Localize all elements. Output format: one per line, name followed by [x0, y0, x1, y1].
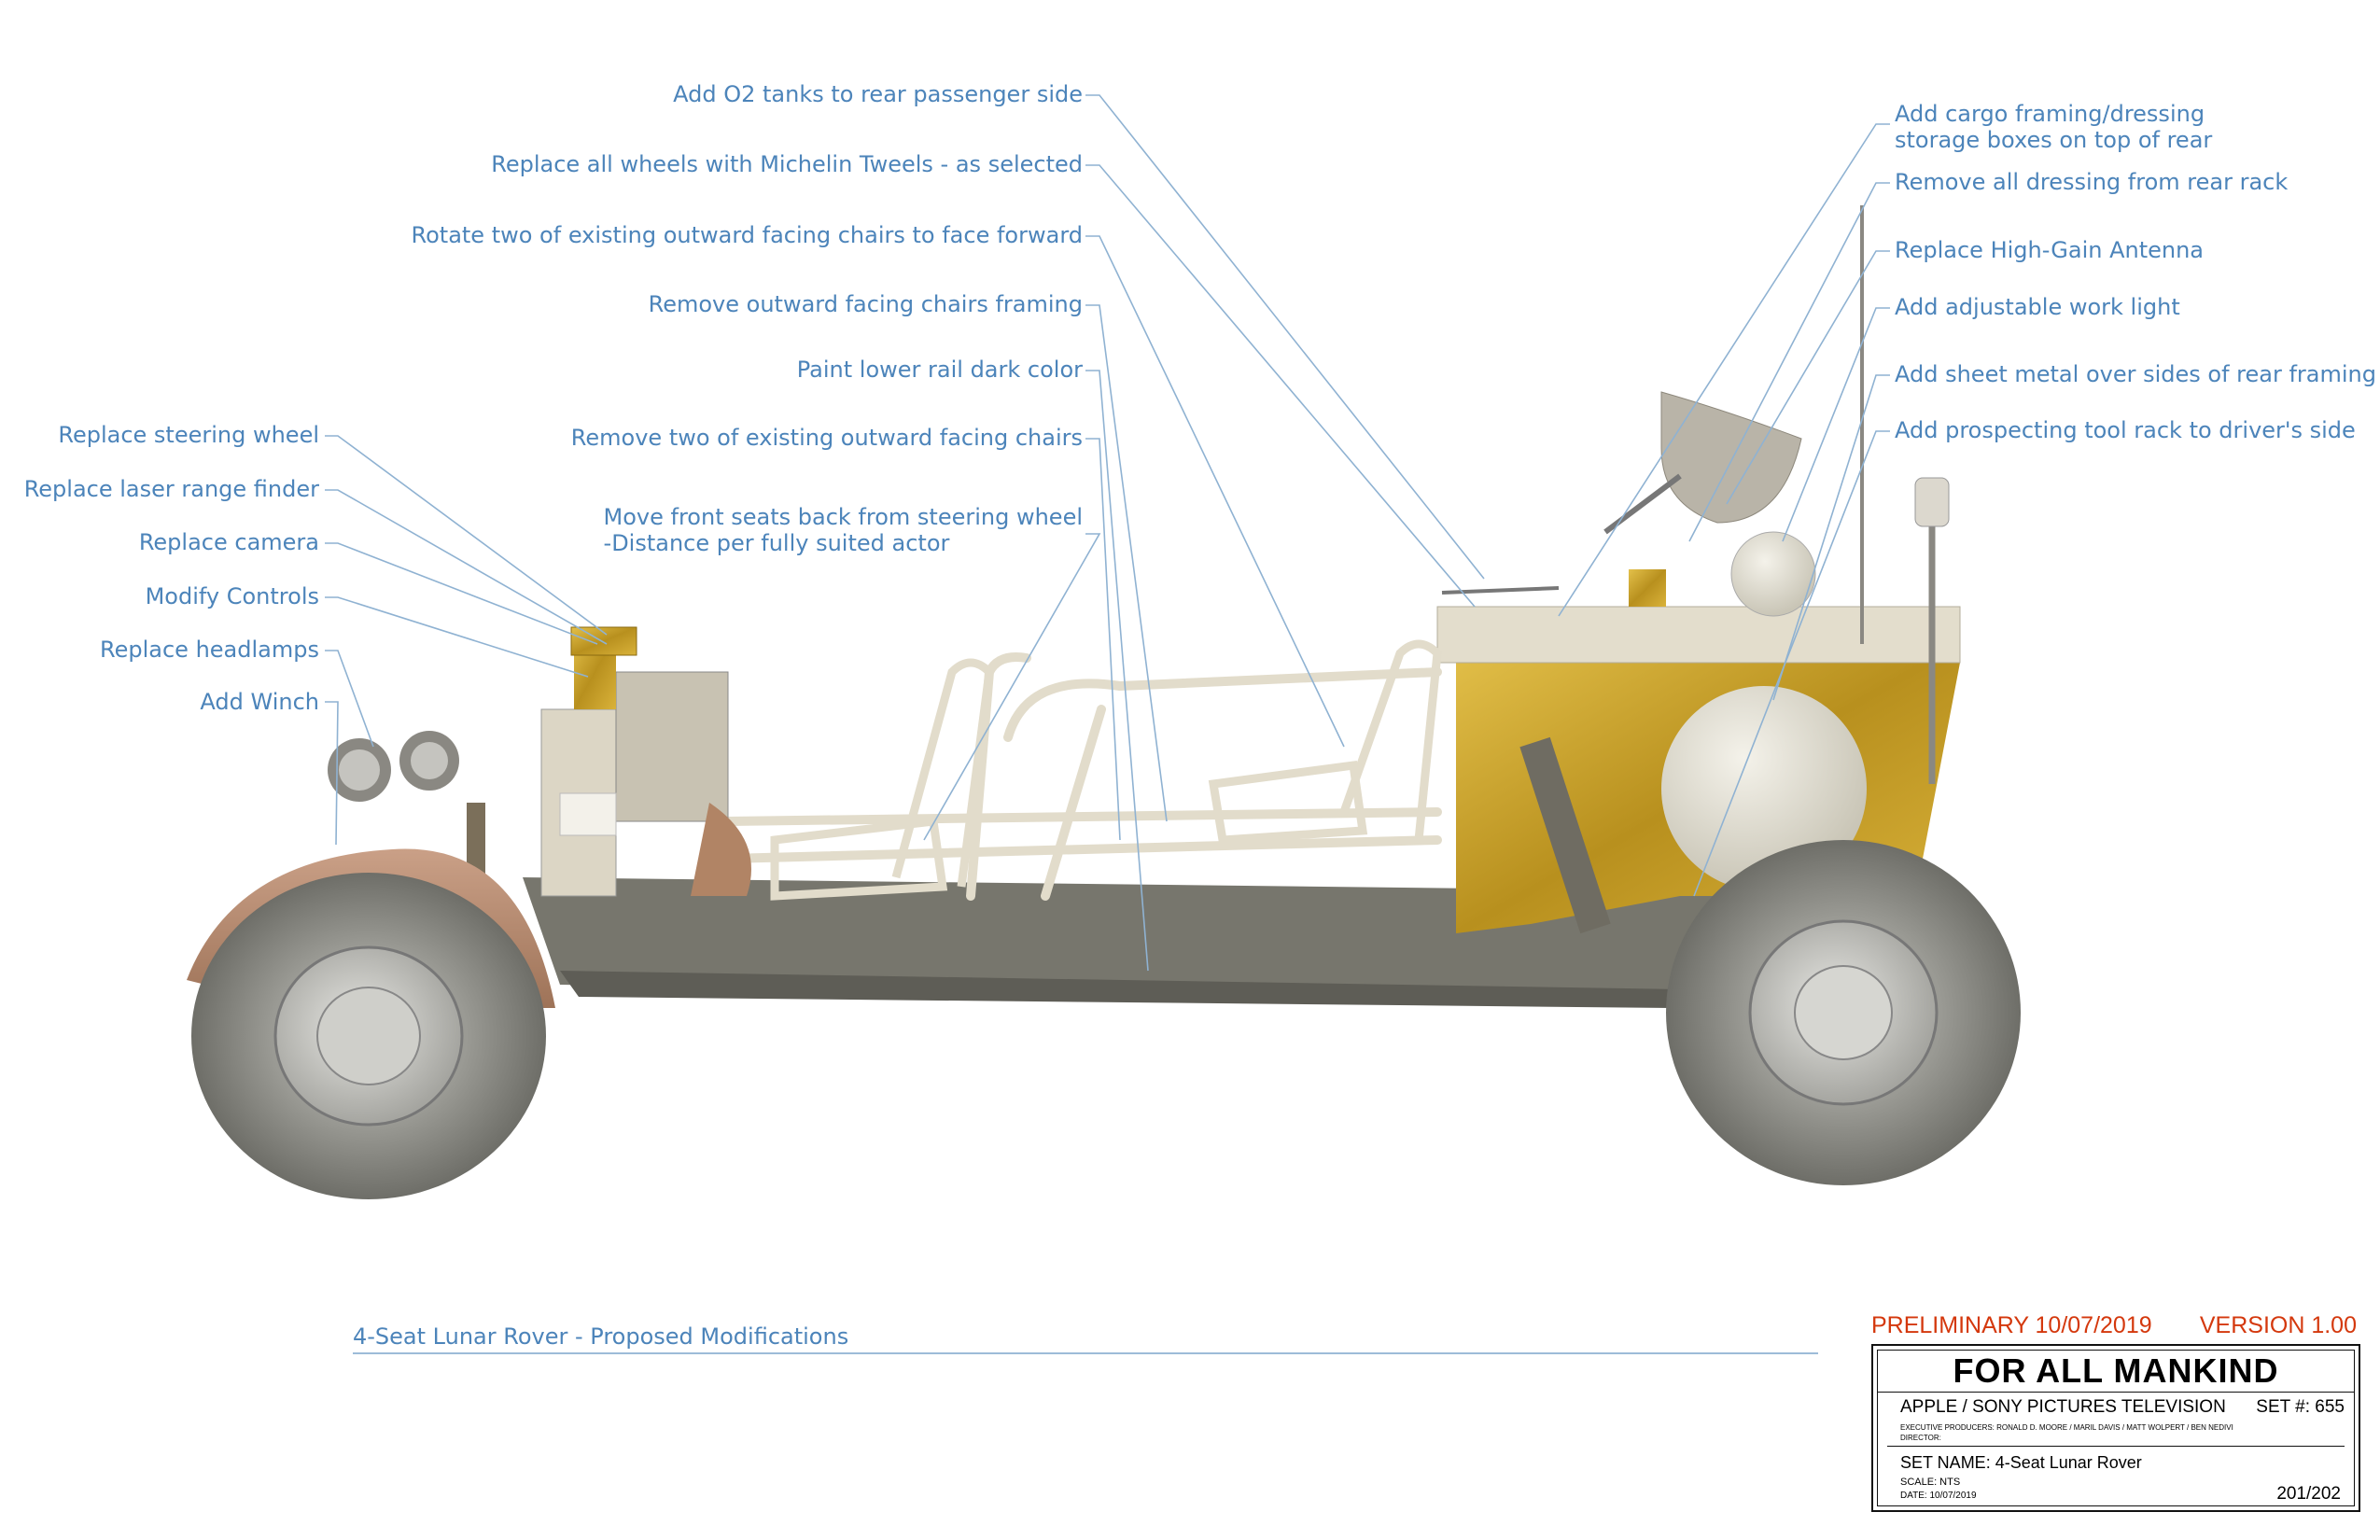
director-label: DIRECTOR:: [1900, 1434, 1941, 1442]
callout-paint-lower-rail: Paint lower rail dark color: [796, 357, 1083, 383]
rear-cargo-box: [1436, 606, 1961, 664]
date-label: DATE: 10/07/2019: [1900, 1491, 1977, 1501]
leader-laser: [325, 489, 608, 645]
sheet-number: 201/202: [2276, 1484, 2341, 1504]
callout-remove-rear-rack-dressing: Remove all dressing from rear rack: [1895, 169, 2289, 195]
callout-add-work-light: Add adjustable work light: [1895, 294, 2180, 320]
leader-o2: [1085, 94, 1485, 580]
front-console: [540, 635, 751, 897]
callout-replace-steering-wheel: Replace steering wheel: [58, 422, 319, 448]
front-wheel: [191, 873, 546, 1199]
set-number: SET #: 655: [2256, 1397, 2345, 1417]
callout-replace-wheels: Replace all wheels with Michelin Tweels …: [491, 151, 1083, 177]
callout-add-cargo-framing: Add cargo framing/dressing storage boxes…: [1895, 101, 2212, 153]
callout-modify-controls: Modify Controls: [145, 583, 319, 609]
leader-headlamps: [325, 650, 374, 748]
callout-add-cargo-framing-line1: Add cargo framing/dressing: [1895, 101, 2205, 127]
callout-remove-two-chairs: Remove two of existing outward facing ch…: [570, 425, 1083, 451]
leader-framing: [1085, 304, 1168, 822]
show-title: FOR ALL MANKIND: [1878, 1351, 2354, 1393]
callout-add-winch: Add Winch: [200, 689, 319, 715]
studio-line: APPLE / SONY PICTURES TELEVISION SET #: …: [1900, 1397, 2345, 1418]
preliminary-date: PRELIMINARY 10/07/2019: [1871, 1312, 2152, 1338]
studio-name: APPLE / SONY PICTURES TELEVISION: [1900, 1397, 2226, 1417]
frame-tubing: [723, 652, 1442, 901]
callout-add-cargo-framing-line2: storage boxes on top of rear: [1895, 127, 2213, 153]
sheet-caption: 4-Seat Lunar Rover - Proposed Modificati…: [353, 1323, 849, 1350]
lower-chassis-rail: [523, 877, 1727, 1003]
callout-add-sheet-metal: Add sheet metal over sides of rear frami…: [1895, 361, 2376, 387]
scale-label: SCALE: NTS: [1900, 1477, 1961, 1488]
leader-worklight: [1782, 307, 1890, 542]
chassis-shadow: [560, 971, 1680, 1008]
leader-antenna: [1726, 250, 1890, 505]
leader-wheels: [1085, 164, 1476, 608]
leader-rack: [1688, 182, 1890, 542]
leader-winch: [325, 701, 339, 846]
callout-replace-laser-range-finder: Replace laser range finder: [23, 476, 319, 502]
leader-removechairs: [1085, 438, 1121, 841]
leader-steering: [325, 435, 608, 636]
rear-shock: [1519, 736, 1611, 934]
callout-rotate-chairs: Rotate two of existing outward facing ch…: [411, 222, 1084, 248]
leader-controls: [325, 596, 589, 678]
leader-rail: [1085, 370, 1149, 972]
leader-toolrack: [1693, 430, 1890, 897]
rear-seat: [1208, 639, 1442, 845]
callout-move-front-seats: Move front seats back from steering whee…: [604, 504, 1083, 556]
preliminary-banner: PRELIMINARY 10/07/2019 VERSION 1.00: [1871, 1312, 2357, 1339]
set-name: SET NAME: 4-Seat Lunar Rover: [1900, 1453, 2142, 1472]
callout-replace-headlamps: Replace headlamps: [100, 637, 319, 663]
rear-wheel: [1666, 840, 2021, 1185]
leader-sheetmetal: [1772, 374, 1890, 701]
headlamps: [328, 731, 459, 802]
callout-replace-camera: Replace camera: [138, 529, 319, 555]
leader-frontseats: [923, 533, 1101, 841]
callout-add-o2-tanks: Add O2 tanks to rear passenger side: [673, 81, 1083, 107]
leader-camera: [325, 542, 598, 645]
executive-producers: EXECUTIVE PRODUCERS: RONALD D. MOORE / M…: [1900, 1423, 2233, 1432]
work-light: [1914, 477, 1950, 784]
title-block: FOR ALL MANKIND APPLE / SONY PICTURES TE…: [1871, 1344, 2360, 1512]
callout-remove-chairs-framing: Remove outward facing chairs framing: [648, 291, 1083, 317]
callout-add-tool-rack: Add prospecting tool rack to driver's si…: [1895, 417, 2356, 443]
callout-move-front-seats-line2: -Distance per fully suited actor: [603, 530, 950, 556]
leader-rotate: [1085, 235, 1345, 748]
front-shock: [467, 803, 485, 877]
caption-underline: [353, 1352, 1818, 1354]
callout-replace-high-gain-antenna: Replace High-Gain Antenna: [1895, 237, 2205, 263]
callout-move-front-seats-line1: Move front seats back from steering whee…: [603, 504, 1083, 530]
high-gain-antenna: [1603, 391, 1816, 617]
rear-o2-sphere: [1661, 686, 1867, 891]
front-seat: [770, 658, 994, 901]
version-label: VERSION 1.00: [2199, 1312, 2357, 1338]
leader-cargo: [1558, 123, 1890, 617]
title-block-inner: FOR ALL MANKIND APPLE / SONY PICTURES TE…: [1877, 1350, 2355, 1506]
title-block-divider: [1887, 1446, 2345, 1447]
front-fender: [187, 848, 555, 1008]
